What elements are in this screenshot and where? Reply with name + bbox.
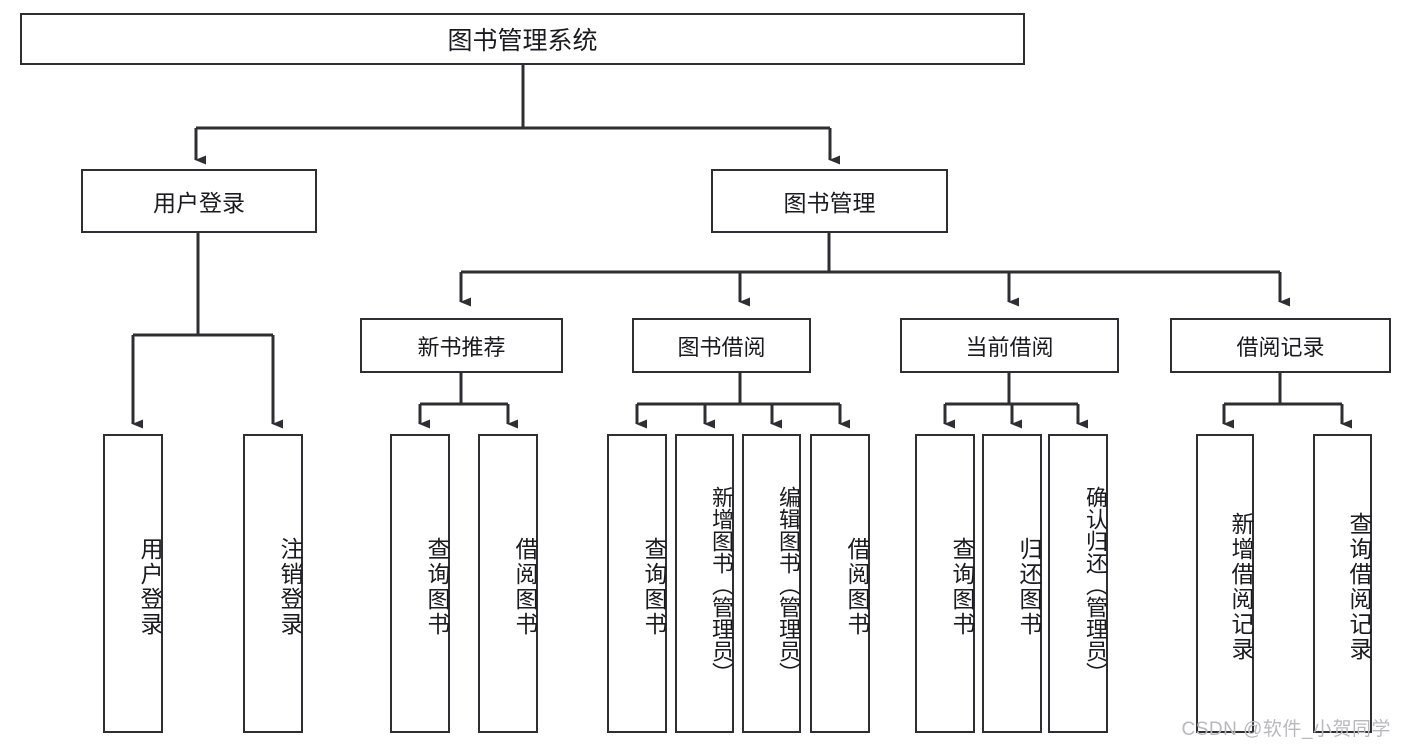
leaf-query-borrow-record[interactable]: 查询借阅记录: [1313, 434, 1372, 733]
leaf-user-login[interactable]: 用户登录: [103, 434, 163, 733]
node-label: 编辑图书（管理员）: [776, 486, 801, 684]
leaf-add-book-admin[interactable]: 新增图书（管理员）: [675, 434, 734, 733]
node-label: 借阅图书: [844, 536, 870, 637]
tree-connectors: [131, 65, 1352, 429]
leaf-return-books[interactable]: 归还图书: [982, 434, 1042, 733]
leaf-confirm-return-admin[interactable]: 确认归还（管理员）: [1048, 434, 1108, 733]
leaf-edit-book-admin[interactable]: 编辑图书（管理员）: [742, 434, 801, 733]
node-label: 当前借阅: [965, 334, 1054, 360]
node-label: 新增借阅记录: [1228, 511, 1254, 662]
node-new-book-recommendation[interactable]: 新书推荐: [360, 318, 563, 373]
node-user-login[interactable]: 用户登录: [81, 169, 317, 233]
node-label: 确认归还（管理员）: [1083, 486, 1108, 684]
node-current-borrowing[interactable]: 当前借阅: [900, 318, 1119, 373]
node-label: 新书推荐: [417, 334, 506, 360]
node-label: 查询图书: [424, 536, 450, 637]
node-label: 注销登录: [277, 536, 303, 637]
node-label: 图书管理系统: [447, 27, 598, 55]
leaf-query-books-borrow[interactable]: 查询图书: [607, 434, 667, 733]
node-label: 查询图书: [641, 536, 667, 637]
leaf-borrow-books[interactable]: 借阅图书: [810, 434, 870, 733]
leaf-logout[interactable]: 注销登录: [243, 434, 303, 733]
node-book-borrowing[interactable]: 图书借阅: [632, 318, 811, 373]
node-label: 查询图书: [949, 536, 975, 637]
leaf-query-books-recommend[interactable]: 查询图书: [390, 434, 450, 733]
node-label: 用户登录: [153, 190, 245, 216]
node-book-management-system[interactable]: 图书管理系统: [20, 13, 1025, 65]
node-book-management[interactable]: 图书管理: [711, 169, 948, 233]
node-label: 用户登录: [137, 536, 163, 637]
leaf-add-borrow-record[interactable]: 新增借阅记录: [1196, 434, 1254, 733]
node-label: 归还图书: [1016, 536, 1042, 637]
node-label: 借阅图书: [512, 536, 538, 637]
node-label: 新增图书（管理员）: [709, 486, 734, 684]
node-label: 借阅记录: [1236, 334, 1325, 360]
node-borrowing-record[interactable]: 借阅记录: [1170, 318, 1391, 373]
leaf-borrow-books-recommend[interactable]: 借阅图书: [478, 434, 538, 733]
node-label: 图书借阅: [677, 334, 766, 360]
leaf-query-books-current[interactable]: 查询图书: [915, 434, 975, 733]
node-label: 图书管理: [783, 190, 876, 216]
node-label: 查询借阅记录: [1346, 511, 1372, 662]
